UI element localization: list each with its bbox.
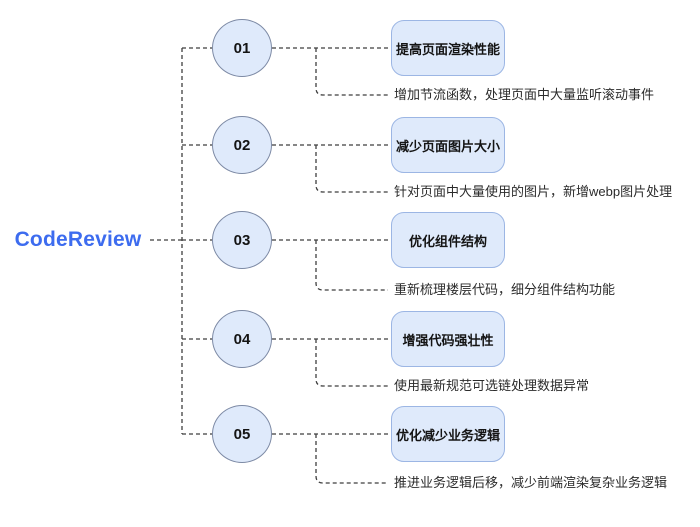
step-box-4: 增强代码强壮性 (391, 311, 505, 367)
note-branch-3 (315, 240, 388, 291)
step-title: 优化减少业务逻辑 (395, 427, 500, 443)
step-circle-4: 04 (212, 310, 272, 368)
step-number: 01 (233, 39, 251, 57)
step-title: 提高页面渲染性能 (395, 41, 500, 57)
step-note-1: 增加节流函数，处理页面中大量监听滚动事件 (394, 87, 655, 102)
step-title: 优化组件结构 (408, 233, 487, 249)
step-number: 03 (233, 231, 251, 249)
root-label: CodeReview (14, 228, 142, 251)
step-title: 增强代码强壮性 (402, 332, 494, 348)
step-number: 04 (233, 330, 251, 348)
note-branch-1 (315, 48, 388, 96)
step-circle-2: 02 (212, 116, 272, 174)
step-number: 02 (233, 136, 251, 154)
step-number: 05 (233, 425, 251, 443)
note-branch-4 (315, 339, 388, 387)
step-box-3: 优化组件结构 (391, 212, 505, 268)
step-box-5: 优化减少业务逻辑 (391, 406, 505, 462)
note-branch-2 (315, 145, 388, 193)
step-box-1: 提高页面渲染性能 (391, 20, 505, 76)
step-note-3: 重新梳理楼层代码，细分组件结构功能 (394, 282, 616, 297)
note-branch-5 (315, 434, 388, 484)
step-circle-1: 01 (212, 19, 272, 77)
step-note-2: 针对页面中大量使用的图片，新增webp图片处理 (394, 184, 673, 199)
step-note-5: 推进业务逻辑后移，减少前端渲染复杂业务逻辑 (394, 475, 668, 490)
step-circle-3: 03 (212, 211, 272, 269)
step-box-2: 减少页面图片大小 (391, 117, 505, 173)
step-note-4: 使用最新规范可选链处理数据异常 (394, 378, 590, 393)
step-title: 减少页面图片大小 (395, 138, 500, 154)
step-circle-5: 05 (212, 405, 272, 463)
